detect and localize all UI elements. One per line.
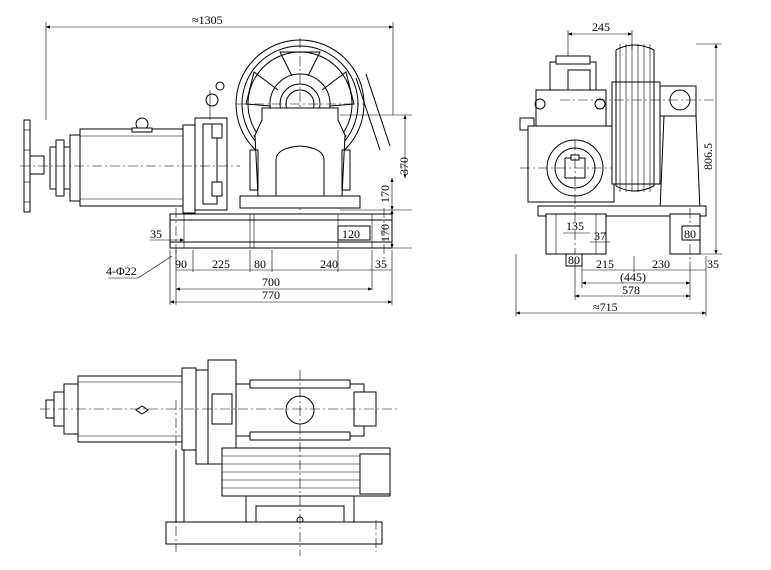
dim-right-120: 120 (342, 227, 360, 241)
brake-frame (194, 81, 228, 211)
motor (79, 117, 196, 214)
dim-seg-225: 225 (212, 257, 230, 271)
dim-overall-length: ≈1305 (192, 13, 223, 27)
plan-view (40, 359, 400, 556)
side-motor-housing (519, 55, 607, 131)
dim-side-80-right: 80 (684, 227, 696, 241)
side-base (537, 140, 707, 262)
dim-seg-90: 90 (175, 257, 187, 271)
dim-seg-80: 80 (254, 257, 266, 271)
dim-height-170-base: 170 (378, 224, 392, 242)
dim-side-215: 215 (596, 257, 614, 271)
dim-height-370: 370 (397, 157, 411, 175)
dim-bolt-holes: 4-Φ22 (106, 264, 137, 278)
dim-height-806: 806.5 (701, 143, 715, 170)
dim-side-37: 37 (594, 229, 606, 243)
dim-span-700: 700 (262, 275, 280, 289)
dim-side-445: (445) (620, 270, 646, 284)
side-sheave (611, 44, 661, 192)
gearbox-pedestal (239, 107, 361, 209)
dim-height-170-mid: 170 (378, 185, 392, 203)
dim-seg-240: 240 (320, 257, 338, 271)
dim-side-135: 135 (566, 219, 584, 233)
dim-side-80-left: 80 (568, 253, 580, 267)
dim-top-245: 245 (592, 20, 610, 34)
side-bearing-stand (560, 85, 715, 211)
dim-seg-35: 35 (375, 257, 387, 271)
dim-side-230: 230 (652, 257, 670, 271)
side-view: 245 (515, 20, 722, 316)
dim-span-770: 770 (262, 288, 280, 302)
dim-side-35: 35 (707, 257, 719, 271)
dim-side-715: ≈715 (593, 300, 618, 314)
brake-assembly-left (49, 134, 81, 202)
front-view: ≈1305 (20, 13, 412, 305)
dim-left-35: 35 (150, 227, 162, 241)
dim-side-578: 578 (622, 283, 640, 297)
